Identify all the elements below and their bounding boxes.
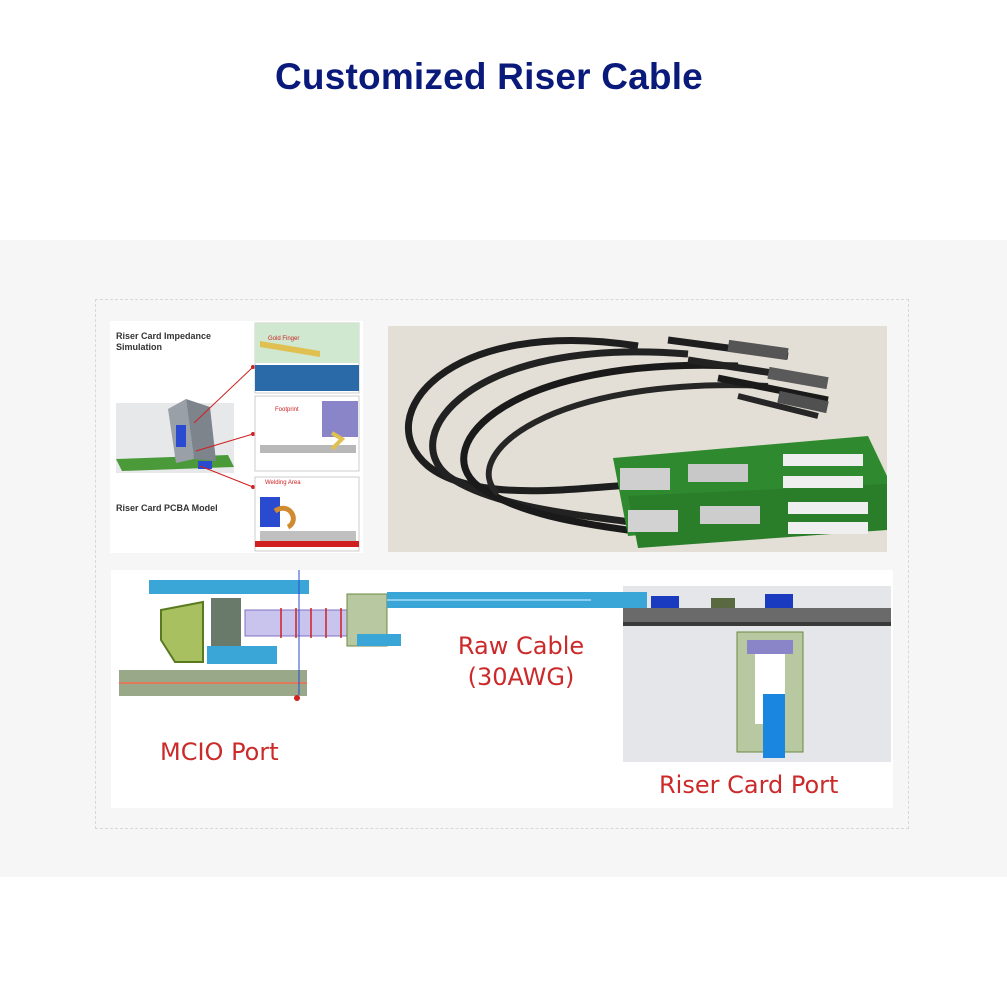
cable-port-diagram: MCIO Port Raw Cable (30AWG) Riser Card P…	[111, 570, 893, 808]
impedance-simulation-image: Riser Card Impedance Simulation Riser Ca…	[110, 321, 363, 553]
callout-line-3	[199, 465, 254, 488]
welding-area-label: Welding Area	[265, 480, 301, 486]
simulation-heading: Riser Card Impedance Simulation	[116, 331, 212, 352]
riser-slot-right	[186, 399, 216, 461]
connector-blue-base	[198, 461, 212, 469]
gold-finger-label: Gold Finger	[268, 336, 300, 342]
raw-cable-label-line2: (30AWG)	[467, 663, 575, 691]
cable-photo-drawing	[388, 326, 887, 552]
pcba-model-label: Riser Card PCBA Model	[116, 503, 218, 513]
raw-cable-label-line1: Raw Cable	[457, 632, 585, 660]
riser-card-blade	[763, 694, 785, 758]
riser-card-board	[623, 608, 891, 622]
callout-line-1	[193, 366, 254, 424]
riser-cable-photo	[388, 326, 887, 552]
connector-blue	[176, 425, 186, 447]
page-title: Customized Riser Cable	[275, 56, 703, 97]
callout-line-2	[195, 433, 254, 452]
mcio-latch	[160, 600, 204, 663]
image-frame	[95, 299, 909, 829]
footprint-label: Footprint	[275, 407, 299, 413]
mcio-top-bracket	[149, 580, 309, 594]
simulation-drawing	[116, 322, 360, 552]
port-diagram-drawing	[119, 570, 891, 762]
mcio-port-label: MCIO Port	[160, 738, 279, 766]
riser-card-port-label: Riser Card Port	[659, 771, 839, 799]
